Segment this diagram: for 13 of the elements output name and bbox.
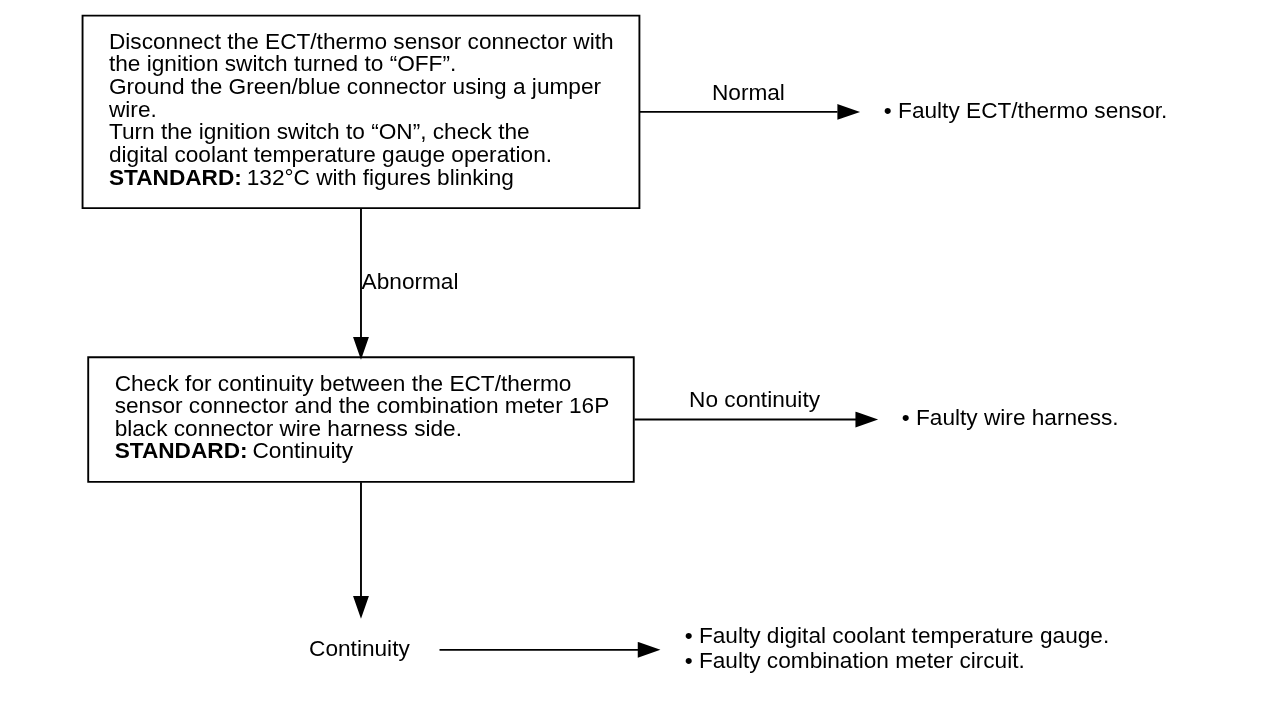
arrow bbox=[438, 641, 661, 658]
edge-label: Normal bbox=[711, 78, 785, 105]
arrow bbox=[633, 411, 879, 428]
node-text: Continuity bbox=[309, 634, 410, 661]
node-box: Disconnect the ECT/thermo sensor connector with the ignition switch turned to “OFF”. Ground the Green/blue connector using a jumper wire. Turn the ignition switch to “ON”, check the digital coolant temperature gauge operation. STANDARD: 132°C with figures blinking bbox=[81, 14, 641, 210]
arrow bbox=[353, 207, 369, 360]
edge-label: No continuity bbox=[689, 386, 821, 413]
node-text: • Faulty digital coolant temperature gauge. • Faulty combination meter circuit. bbox=[684, 622, 1110, 673]
node-text: • Faulty ECT/thermo sensor. bbox=[883, 96, 1168, 123]
arrow bbox=[638, 103, 861, 120]
node-text: • Faulty wire harness. bbox=[901, 404, 1119, 431]
node-box: Check for continuity between the ECT/thermo sensor connector and the combination meter 16P black connector wire harness side. STANDARD: Continuity bbox=[87, 356, 635, 483]
arrow bbox=[353, 481, 369, 619]
